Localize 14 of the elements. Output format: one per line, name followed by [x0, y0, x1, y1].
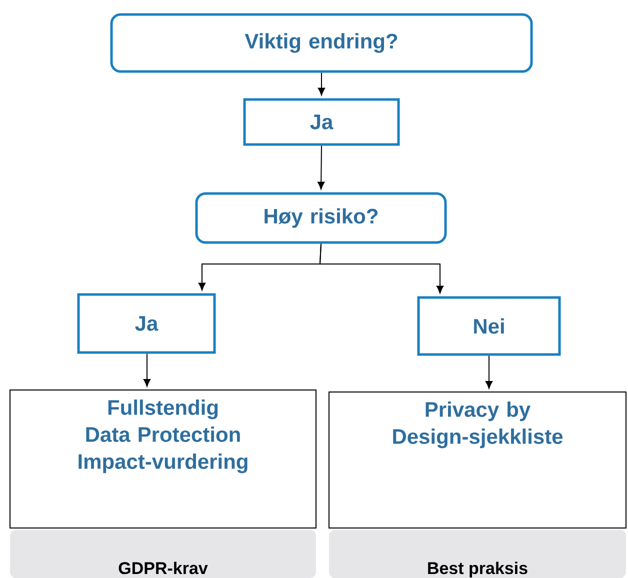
- arrow: [319, 243, 444, 294]
- answer-box: Ja: [77, 293, 216, 354]
- result-box: Privacy by Design-sjekkliste: [328, 392, 626, 528]
- category-tab: Best praksis: [329, 530, 626, 578]
- arrow: [485, 355, 493, 389]
- arrow: [318, 72, 326, 96]
- decision-box: Høy risiko?: [195, 192, 447, 244]
- arrow: [318, 145, 325, 190]
- decision-box: Viktig endring?: [110, 13, 533, 73]
- result-box: Fullstendig Data Protection Impact-vurdering: [10, 390, 316, 528]
- category-tab: GDPR-krav: [10, 530, 316, 578]
- answer-box: Nei: [417, 296, 561, 356]
- answer-box: Ja: [243, 98, 400, 146]
- arrow: [143, 353, 151, 387]
